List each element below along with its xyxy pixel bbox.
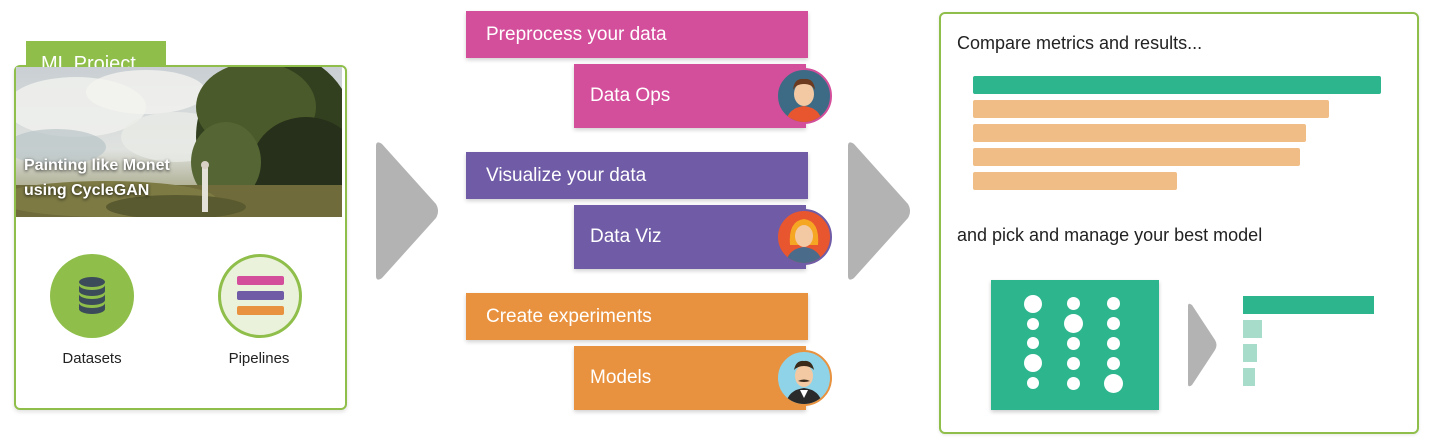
user-avatar-icon xyxy=(786,78,822,122)
neural-network-icon xyxy=(991,280,1159,410)
data-viz-card[interactable]: Data Viz xyxy=(574,205,806,269)
step-preprocess-label: Preprocess your data xyxy=(486,23,667,45)
monet-painting-image xyxy=(16,67,342,217)
datasets-label: Datasets xyxy=(62,350,122,367)
step-visualize-label: Visualize your data xyxy=(486,164,647,186)
compare-text: Compare metrics and results... xyxy=(957,33,1203,53)
user-avatar-icon xyxy=(786,219,822,263)
model-bar xyxy=(1243,344,1257,362)
step-experiments-label: Create experiments xyxy=(486,305,652,327)
pipeline-icon xyxy=(237,276,284,315)
model-bar xyxy=(1243,320,1262,338)
arrow-right-icon xyxy=(376,142,438,280)
data-ops-card[interactable]: Data Ops xyxy=(574,64,806,128)
painting-caption: Painting like Monet using CycleGAN xyxy=(24,153,170,203)
step-experiments[interactable]: Create experiments xyxy=(466,293,808,340)
best-model-bar xyxy=(1243,296,1374,314)
small-arrow-right-icon xyxy=(1188,303,1217,387)
pipelines-button[interactable] xyxy=(218,254,302,338)
data-viz-avatar xyxy=(776,209,832,265)
models-avatar xyxy=(776,350,832,406)
caption-line-2: using CycleGAN xyxy=(24,182,150,199)
pipelines-label: Pipelines xyxy=(228,350,290,367)
models-card[interactable]: Models xyxy=(574,346,806,410)
pick-text: and pick and manage your best model xyxy=(957,225,1263,245)
step-preprocess[interactable]: Preprocess your data xyxy=(466,11,808,58)
datasets-button[interactable] xyxy=(50,254,134,338)
caption-line-1: Painting like Monet xyxy=(24,157,170,174)
metric-bar xyxy=(973,100,1329,118)
database-icon xyxy=(79,277,105,314)
metric-bar xyxy=(973,148,1300,166)
models-label: Models xyxy=(590,367,652,388)
metric-bar xyxy=(973,172,1177,190)
metric-bar xyxy=(973,76,1381,94)
arrow-right-icon xyxy=(848,142,910,280)
model-bar xyxy=(1243,368,1255,386)
data-ops-avatar xyxy=(776,68,832,124)
data-viz-label: Data Viz xyxy=(590,226,662,247)
step-visualize[interactable]: Visualize your data xyxy=(466,152,808,199)
data-ops-label: Data Ops xyxy=(590,85,671,106)
metric-bar xyxy=(973,124,1306,142)
user-avatar-icon xyxy=(786,360,822,404)
